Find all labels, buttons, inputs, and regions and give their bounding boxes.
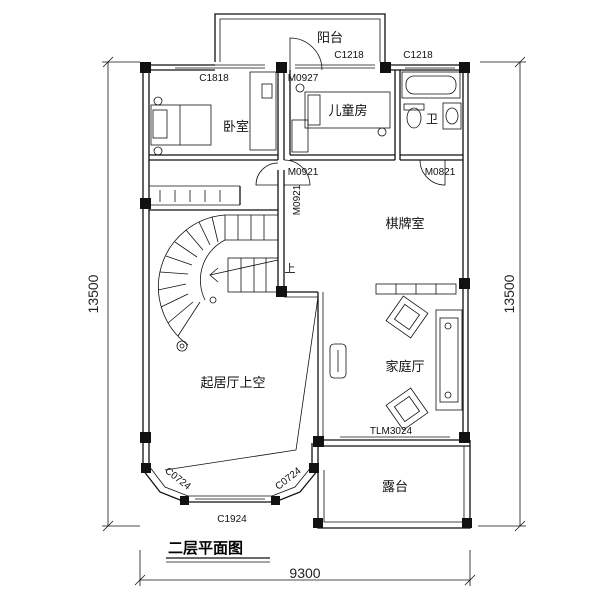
stair-up-label: 上	[285, 262, 296, 275]
toilet-icon	[403, 103, 425, 129]
drawing-title: 二层平面图	[168, 539, 243, 557]
height-dimension-right: 13500	[501, 274, 517, 313]
room-label-family-room: 家庭厅	[385, 359, 424, 375]
staircase-icon	[157, 214, 279, 352]
window-code: C1818	[199, 73, 229, 84]
sofa-icon	[435, 309, 463, 411]
room-label-kids-room: 儿童房	[328, 103, 367, 119]
shelf-icon	[291, 119, 309, 153]
door-code: TLM3024	[370, 426, 413, 437]
room-label-balcony: 阳台	[317, 31, 343, 46]
windows	[175, 64, 455, 500]
room-label-terrace: 露台	[382, 480, 408, 495]
window-code: C1218	[403, 50, 433, 61]
bathtub-icon	[401, 71, 461, 99]
window-code: C0724	[163, 466, 193, 493]
room-label-bathroom: 卫	[426, 112, 438, 126]
width-dimension: 9300	[289, 565, 320, 581]
window-code: C1924	[217, 514, 247, 525]
armchair-icon	[385, 387, 429, 431]
door-code: M0927	[288, 73, 319, 84]
balcony-outline	[214, 13, 386, 62]
washbasin-icon	[442, 102, 462, 130]
height-dimension-left: 13500	[85, 274, 101, 313]
wardrobe-icon	[159, 190, 221, 202]
room-label-bedroom: 卧室	[223, 119, 249, 135]
room-label-chess-room: 棋牌室	[385, 216, 424, 232]
kids-bed-icon	[295, 83, 391, 137]
interior-walls	[149, 70, 463, 471]
side-table-icon	[329, 343, 347, 379]
tv-cabinet-icon	[375, 283, 457, 295]
desk-icon	[249, 71, 277, 151]
structural-columns	[140, 62, 472, 528]
window-code: C1218	[334, 50, 364, 61]
door-code: M0921	[292, 184, 303, 215]
door-swings	[255, 37, 446, 230]
door-code: M0921	[288, 167, 319, 178]
exterior-walls	[142, 64, 469, 503]
door-code: M0821	[425, 167, 456, 178]
dimension-lines	[102, 56, 526, 586]
bed-icon	[150, 96, 212, 156]
terrace-outline	[317, 439, 471, 529]
window-code: C0724	[273, 465, 303, 492]
armchair-icon	[385, 295, 429, 339]
room-label-living-void: 起居厅上空	[200, 376, 265, 391]
